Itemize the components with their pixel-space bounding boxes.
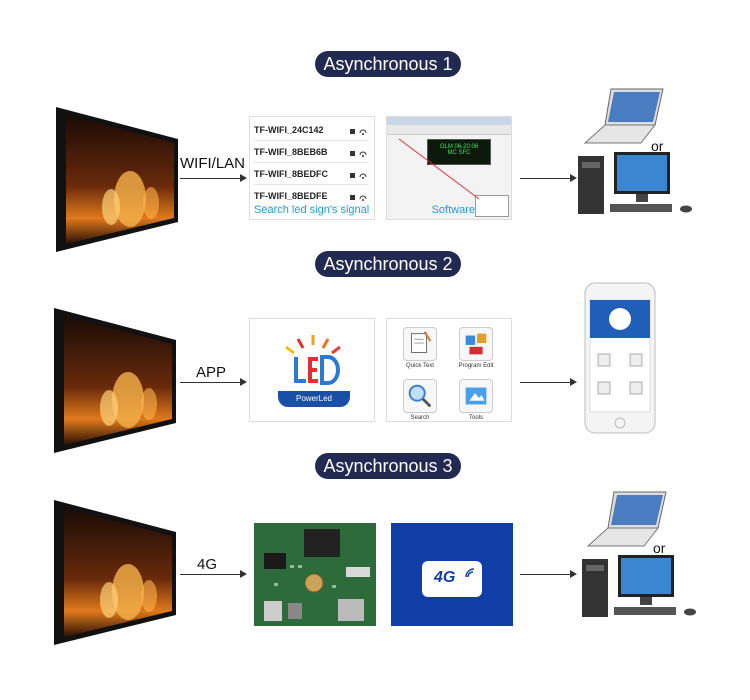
row2-arrow-icon (240, 378, 247, 386)
wifi-network-item[interactable]: TF-WIFI_24C142 (254, 119, 368, 141)
app-logo-panel: PowerLed (249, 318, 375, 422)
software-window: OLM 06-20:06 MC SFC Software (386, 116, 512, 220)
powerled-logo-icon (276, 333, 350, 389)
row1-led-panel (56, 107, 178, 252)
row3-output-arrow-icon (570, 570, 577, 578)
sim-card-panel: 4G (391, 523, 513, 626)
smartphone-icon (584, 282, 656, 434)
software-preview: OLM 06-20:06 MC SFC (427, 139, 491, 165)
quick-text-icon (403, 327, 437, 361)
row1-output-arrow-icon (570, 174, 577, 182)
lock-wifi-icon (348, 185, 368, 207)
row2-led-panel (54, 308, 176, 453)
row1-output-line (520, 178, 570, 179)
row2-connector-line (180, 382, 240, 383)
search-tile[interactable]: Search (397, 379, 443, 421)
wifi-network-item[interactable]: TF-WIFI_8BEDFC (254, 163, 368, 185)
row3-output-line (520, 574, 570, 575)
row2-title: Asynchronous 2 (315, 251, 461, 277)
row1-connector-line (180, 178, 240, 179)
row1-title: Asynchronous 1 (315, 51, 461, 77)
row2-connection-label: APP (196, 364, 227, 381)
software-titlebar (387, 117, 511, 125)
lock-wifi-icon (348, 119, 368, 141)
row3-laptop-icon (586, 488, 672, 550)
software-pointer-line (398, 138, 480, 200)
quick-text-tile[interactable]: Quick Text (397, 327, 443, 369)
row3-connector-line (180, 574, 240, 575)
row1-arrow-icon (240, 174, 247, 182)
lock-wifi-icon (348, 163, 368, 185)
lock-wifi-icon (348, 141, 368, 163)
row3-or-text: or (653, 540, 666, 556)
sim-label: 4G (434, 569, 456, 586)
software-toolbar (387, 125, 511, 135)
program-edit-icon (459, 327, 493, 361)
wifi-network-item[interactable]: TF-WIFI_8BEDFE (254, 185, 368, 207)
sim-card-icon: 4G (422, 561, 482, 597)
row1-connection-label: WIFI/LAN (180, 155, 246, 172)
app-menu-panel: Quick Text Program Edit Search Tools (386, 318, 512, 422)
tools-tile[interactable]: Tools (453, 379, 499, 421)
row3-arrow-icon (240, 570, 247, 578)
circuit-board-image (254, 523, 376, 626)
signal-icon (465, 568, 475, 578)
software-caption: Software (431, 204, 475, 216)
wifi-network-item[interactable]: TF-WIFI_8BEB6B (254, 141, 368, 163)
row1-or-text: or (651, 138, 664, 154)
program-edit-tile[interactable]: Program Edit (453, 327, 499, 369)
row3-desktop-computer-icon (582, 555, 700, 621)
wifi-list-caption: Search led sign's signal (254, 204, 370, 216)
search-icon (403, 379, 437, 413)
row3-connection-label: 4G (197, 556, 218, 573)
laptop-icon (583, 85, 669, 147)
desktop-computer-icon (578, 152, 696, 218)
tools-icon (459, 379, 493, 413)
row2-output-arrow-icon (570, 378, 577, 386)
software-dialog (475, 195, 509, 217)
row3-led-panel (54, 500, 176, 645)
powerled-banner: PowerLed (278, 391, 350, 407)
row3-title: Asynchronous 3 (315, 453, 461, 479)
wifi-list-panel: TF-WIFI_24C142 TF-WIFI_8BEB6B TF-WIFI_8B… (249, 116, 375, 220)
row2-output-line (520, 382, 570, 383)
